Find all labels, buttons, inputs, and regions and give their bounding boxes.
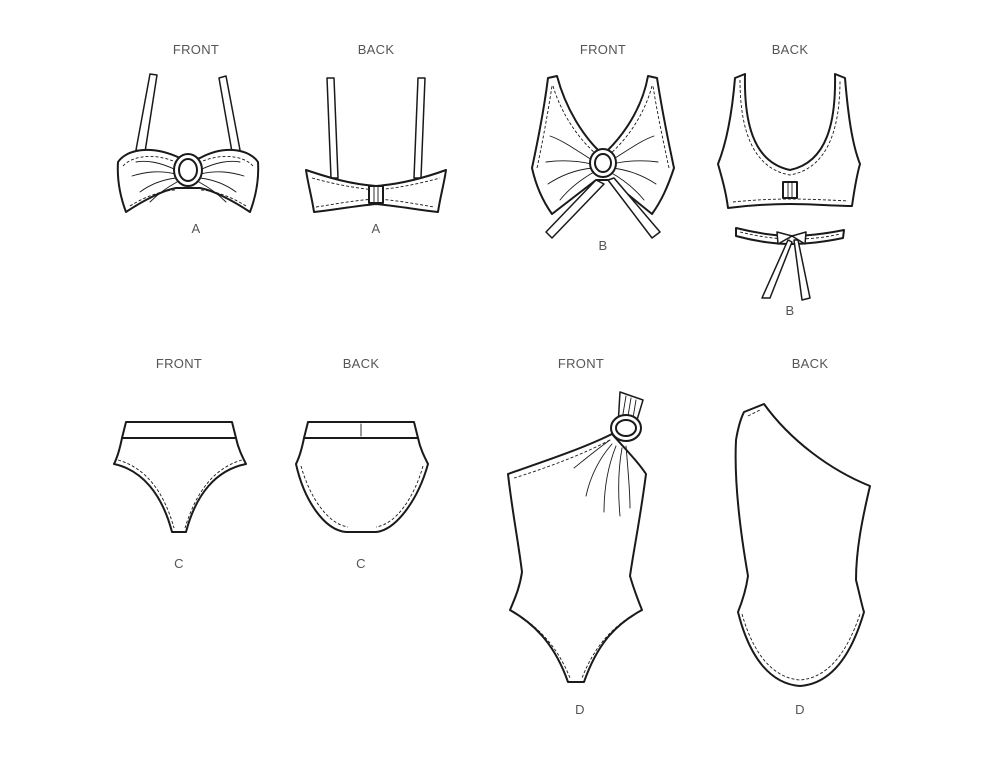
d-front-body — [507, 433, 647, 683]
b-front-left-tie — [545, 179, 605, 239]
b-front-drawing — [531, 75, 675, 239]
view-c-front-title: FRONT — [155, 356, 203, 371]
view-a-back-letter: A — [371, 221, 381, 236]
c-front-waistband — [121, 421, 237, 439]
view-d-front-title: FRONT — [557, 356, 605, 371]
view-a-back-title: BACK — [357, 42, 395, 57]
b-back-tie-left — [761, 239, 793, 299]
c-front-body — [113, 437, 247, 533]
a-back-clasp — [368, 185, 384, 204]
b-front-right-tie — [607, 177, 661, 239]
b-back-body — [717, 73, 861, 209]
b-back-clasp — [782, 181, 798, 199]
view-d-back-letter: D — [795, 702, 805, 717]
b-front-body — [531, 75, 675, 215]
view-c-back-title: BACK — [342, 356, 380, 371]
view-b-back-title: BACK — [771, 42, 809, 57]
d-back-drawing — [734, 403, 871, 687]
a-back-drawing — [305, 77, 447, 213]
b-back-bow — [776, 231, 793, 245]
b-back-tie-right — [793, 239, 811, 301]
view-c-back-letter: C — [356, 556, 366, 571]
view-c-front-letter: C — [174, 556, 184, 571]
a-front-drawing — [116, 73, 260, 213]
view-b-front-letter: B — [598, 238, 608, 253]
view-b-back-letter: B — [785, 303, 795, 318]
view-b-front-title: FRONT — [579, 42, 627, 57]
view-a-front-letter: A — [191, 221, 201, 236]
c-back-drawing — [295, 421, 429, 533]
view-d-front-letter: D — [575, 702, 585, 717]
view-a-front-title: FRONT — [172, 42, 220, 57]
a-front-right-strap — [218, 75, 241, 153]
a-front-left-strap — [135, 73, 158, 153]
c-back-body — [295, 437, 429, 533]
view-d-back-title: BACK — [791, 356, 829, 371]
a-back-left-strap — [326, 77, 339, 179]
d-back-body — [734, 403, 871, 687]
b-back-drawing — [717, 73, 861, 301]
c-front-drawing — [113, 421, 247, 533]
a-back-right-strap — [413, 77, 426, 179]
d-front-drawing — [507, 391, 647, 683]
